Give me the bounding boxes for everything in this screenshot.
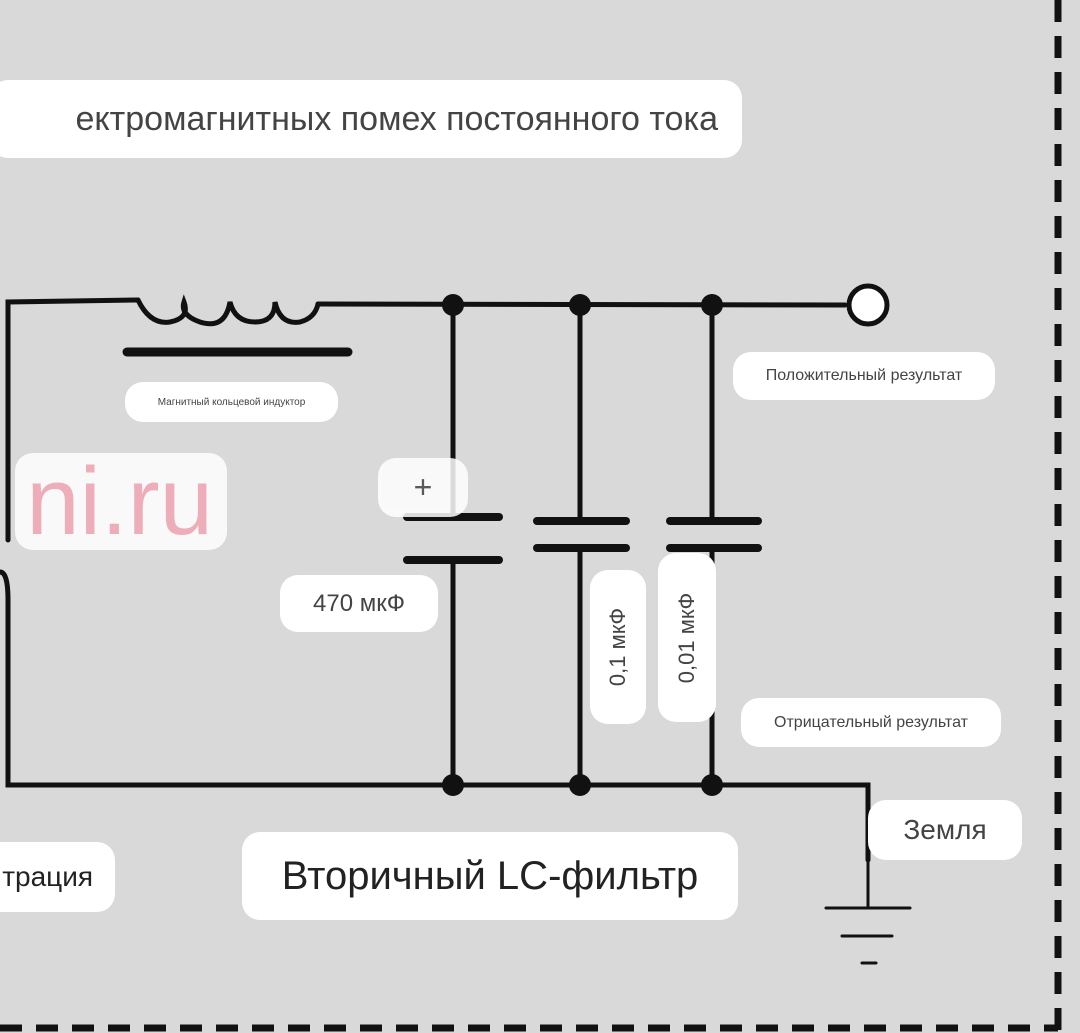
node (569, 294, 591, 316)
inductor-label: Магнитный кольцевой индуктор (125, 382, 338, 422)
positive-terminal-icon (846, 283, 890, 327)
node (569, 774, 591, 796)
left-wire-lower (0, 569, 871, 863)
negative-output-label: Отрицательный результат (741, 698, 1001, 747)
ground-label: Земля (868, 800, 1022, 860)
positive-output-label: Положительный результат (733, 352, 995, 400)
node (701, 294, 723, 316)
inductor-coil-icon (135, 294, 321, 327)
junction-nodes (442, 294, 723, 796)
cap3-value-label: 0,01 мкФ (658, 553, 716, 722)
watermark: ni.ru (15, 453, 227, 550)
left-section-label: трация (0, 842, 115, 912)
top-wire-left (5, 297, 141, 543)
diagram-title: ектромагнитных помех постоянного тока (0, 80, 742, 158)
cap2-value-label: 0,1 мкФ (590, 570, 646, 724)
node (442, 294, 464, 316)
node (442, 774, 464, 796)
secondary-filter-label: Вторичный LC-фильтр (242, 832, 738, 920)
ground-symbol-icon (824, 906, 912, 965)
cap3-value-text: 0,01 мкФ (674, 592, 699, 683)
cap1-value-label: 470 мкФ (280, 575, 438, 632)
node (701, 774, 723, 796)
cap2-value-text: 0,1 мкФ (605, 607, 631, 687)
polarity-plus-label: + (378, 458, 468, 517)
